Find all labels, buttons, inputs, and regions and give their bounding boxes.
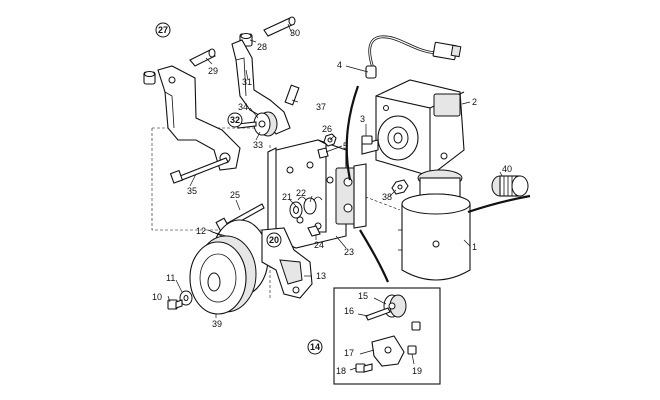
washer-11	[179, 290, 193, 306]
callout-circle-14	[307, 339, 323, 355]
label-15: 15	[358, 291, 368, 301]
label-25: 25	[230, 190, 240, 200]
label-5: 5	[343, 141, 348, 151]
label-28: 28	[257, 42, 267, 52]
label-3: 3	[360, 114, 365, 124]
label-23: 23	[344, 247, 354, 257]
label-1: 1	[472, 242, 477, 252]
pin-29	[189, 48, 216, 67]
label-38: 38	[382, 192, 392, 202]
label-18: 18	[336, 366, 346, 376]
nut-24	[307, 225, 321, 237]
label-11: 11	[166, 273, 175, 283]
mounting-plate-23	[267, 139, 367, 249]
callout-circle-27	[155, 22, 171, 38]
label-26: 26	[322, 124, 332, 134]
label-40: 40	[502, 164, 512, 174]
label-35: 35	[187, 186, 197, 196]
label-31: 31	[242, 77, 252, 87]
label-39: 39	[212, 319, 222, 329]
label-30: 30	[290, 28, 300, 38]
label-14: 14	[310, 342, 320, 352]
callout-labels: 27 30 28 29 31 37 34 32 33 35 25 12 4 2 …	[152, 22, 512, 376]
label-22: 22	[296, 188, 306, 198]
motor-1	[398, 169, 471, 281]
label-29: 29	[208, 66, 218, 76]
label-10: 10	[152, 292, 162, 302]
label-19: 19	[412, 366, 422, 376]
filter-40	[491, 175, 529, 197]
label-21: 21	[282, 192, 292, 202]
bolt-10	[167, 299, 183, 310]
label-17: 17	[344, 348, 354, 358]
label-27: 27	[158, 25, 168, 35]
label-13: 13	[316, 271, 326, 281]
inset-box-14	[333, 287, 441, 385]
label-20: 20	[269, 235, 279, 245]
label-37: 37	[316, 102, 326, 112]
label-34: 34	[238, 102, 248, 112]
bolt-35	[169, 157, 229, 184]
label-32: 32	[230, 115, 240, 125]
cable-4	[365, 35, 462, 79]
gear-housing-2	[361, 79, 465, 177]
label-4: 4	[337, 60, 342, 70]
bushing-3	[361, 135, 373, 145]
lever-31	[231, 39, 300, 135]
spring-22	[297, 196, 323, 215]
callout-circle-20	[266, 232, 282, 248]
pulley-39	[189, 235, 257, 315]
bushing-left	[143, 71, 156, 85]
label-33: 33	[253, 140, 263, 150]
nut-38	[391, 179, 409, 195]
bracket-left	[157, 65, 241, 171]
leader-lines	[167, 23, 503, 371]
label-24: 24	[314, 240, 324, 250]
clip-5	[317, 147, 329, 159]
callout-circle-32	[227, 112, 243, 128]
label-2: 2	[472, 97, 477, 107]
label-16: 16	[344, 306, 354, 316]
label-12: 12	[196, 226, 206, 236]
roller-33	[237, 111, 278, 137]
pin-30	[263, 16, 296, 37]
power-cables	[345, 85, 531, 283]
washer-21	[289, 201, 303, 219]
